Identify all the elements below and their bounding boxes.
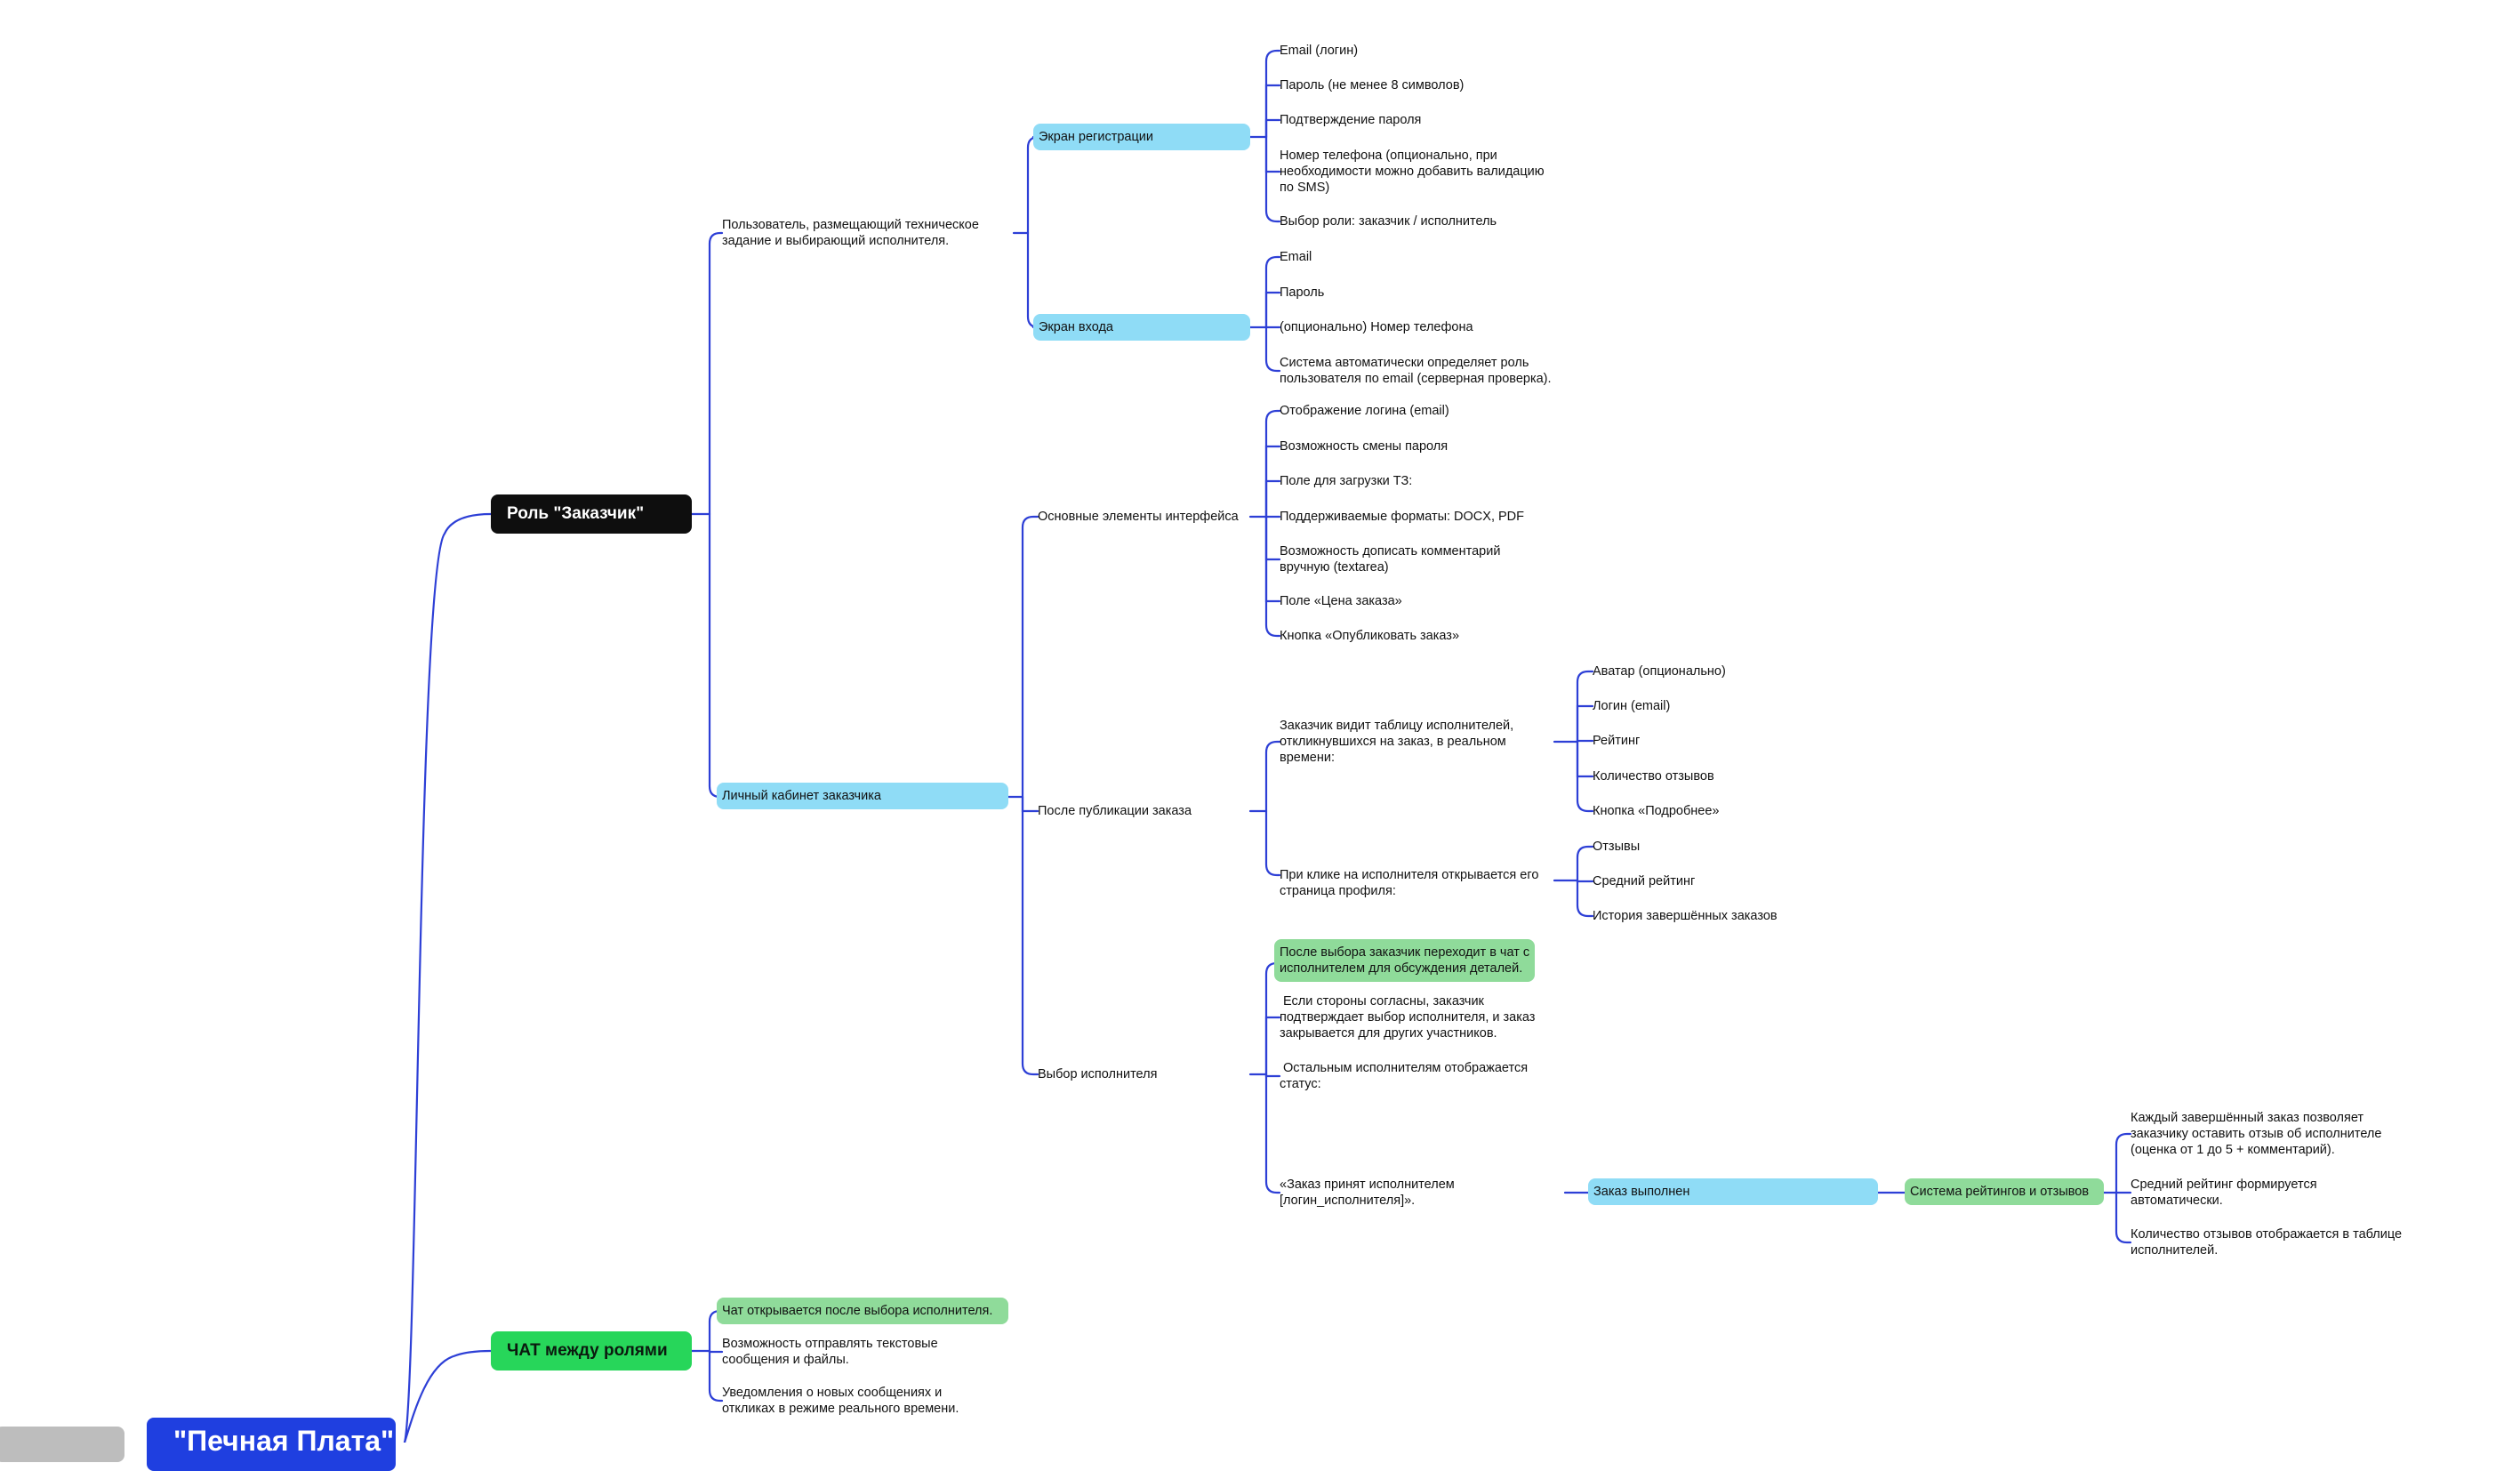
after-publish-node[interactable]: После публикации заказа: [1038, 804, 1192, 818]
connector-registration-branch-2: [1264, 118, 1281, 139]
connector-ratings-branch-2: [2115, 1191, 2132, 1244]
login-screen-node[interactable]: Экран входа: [1033, 314, 1250, 341]
connector-after-publish-branch-0: [1264, 740, 1281, 813]
profile-item-reviews[interactable]: Отзывы: [1593, 840, 1641, 854]
connector-cabinet-branch-1: [1021, 795, 1039, 813]
connector-login-branch-1: [1264, 291, 1281, 329]
connector-interface-branch-2: [1264, 479, 1281, 518]
connector-chat-branch-2: [708, 1349, 724, 1403]
login-item-password[interactable]: Пароль: [1280, 285, 1325, 300]
connector-description-branch-0: [1026, 135, 1039, 235]
root-node-label: "Печная Плата": [173, 1425, 395, 1457]
chat-item-notifications[interactable]: Уведомления о новых сообщениях и отклика…: [722, 1386, 959, 1416]
profile-item-history[interactable]: История завершённых заказов: [1593, 909, 1778, 923]
connector-table-branch-1: [1576, 704, 1594, 744]
selection-accepted-status[interactable]: «Заказ принят исполнителем [логин_исполн…: [1280, 1178, 1455, 1208]
registration-item-phone[interactable]: Номер телефона (опционально, при необход…: [1280, 149, 1545, 195]
executor-table-text[interactable]: Заказчик видит таблицу исполнителей, отк…: [1280, 719, 1514, 765]
interface-item-login[interactable]: Отображение логина (email): [1280, 404, 1449, 418]
interface-item-formats[interactable]: Поддерживаемые форматы: DOCX, PDF: [1280, 510, 1525, 524]
interface-item-price[interactable]: Поле «Цена заказа»: [1280, 594, 1402, 608]
ratings-item-review[interactable]: Каждый завершённый заказ позволяет заказ…: [2131, 1111, 2382, 1157]
table-col-rating[interactable]: Рейтинг: [1593, 734, 1641, 748]
collapsed-sibling-node[interactable]: [0, 1427, 124, 1462]
registration-item-password[interactable]: Пароль (не менее 8 символов): [1280, 78, 1465, 92]
role-customer-label: Роль "Заказчик": [507, 504, 645, 523]
connector-root-customer: [403, 512, 493, 1443]
executor-profile-text[interactable]: При клике на исполнителя открывается его…: [1280, 868, 1539, 898]
selection-agree-text[interactable]: Если стороны согласны, заказчик подтверж…: [1280, 994, 1536, 1041]
connector-selection-branch-1: [1264, 1016, 1281, 1076]
connector-interface-branch-0: [1264, 409, 1281, 518]
chat-opens-node[interactable]: Чат открывается после выбора исполнителя…: [717, 1298, 1008, 1324]
table-col-reviews-count[interactable]: Количество отзывов: [1593, 769, 1714, 784]
connector-table-branch-3: [1576, 740, 1594, 778]
connector-table-branch-0: [1576, 670, 1594, 744]
login-item-auto-role[interactable]: Система автоматически определяет роль по…: [1280, 356, 1552, 386]
interface-item-change-password[interactable]: Возможность смены пароля: [1280, 439, 1449, 454]
ratings-item-average[interactable]: Средний рейтинг формируется автоматическ…: [2131, 1178, 2317, 1208]
registration-item-email[interactable]: Email (логин): [1280, 44, 1359, 58]
ratings-item-count[interactable]: Количество отзывов отображается в таблиц…: [2131, 1227, 2403, 1258]
selection-others-status[interactable]: Остальным исполнителям отображается стат…: [1280, 1061, 1529, 1091]
connector-table-branch-4: [1576, 740, 1594, 813]
interface-elements-node[interactable]: Основные элементы интерфейса: [1038, 510, 1239, 524]
connector-interface-branch-4: [1264, 515, 1281, 561]
selection-chat-note[interactable]: После выбора заказчик переходит в чат с …: [1274, 939, 1536, 982]
customer-description[interactable]: Пользователь, размещающий техническое за…: [722, 218, 979, 248]
connector-profile-branch-1: [1576, 879, 1594, 883]
connector-customer-branch-0: [708, 231, 724, 516]
connector-table-branch-2: [1576, 739, 1594, 744]
connector-profile-branch-0: [1576, 845, 1594, 882]
connector-selection-branch-2: [1264, 1073, 1281, 1078]
customer-cabinet-node[interactable]: Личный кабинет заказчика: [717, 783, 1008, 809]
role-chat-label: ЧАТ между ролями: [507, 1341, 668, 1360]
connector-customer-branch-1: [708, 512, 724, 799]
connector-chat-branch-1: [708, 1349, 724, 1354]
connector-login-branch-0: [1264, 255, 1281, 329]
order-done-node[interactable]: Заказ выполнен: [1588, 1178, 1878, 1205]
role-customer-node[interactable]: Роль "Заказчик": [491, 494, 692, 534]
interface-item-publish[interactable]: Кнопка «Опубликовать заказ»: [1280, 629, 1460, 643]
ratings-system-node[interactable]: Система рейтингов и отзывов: [1905, 1178, 2104, 1205]
connector-after-publish-branch-1: [1264, 809, 1281, 877]
table-col-avatar[interactable]: Аватар (опционально): [1593, 664, 1726, 679]
connector-registration-branch-1: [1264, 84, 1281, 139]
chat-item-send-messages[interactable]: Возможность отправлять текстовые сообщен…: [722, 1337, 938, 1367]
connector-cabinet-branch-2: [1021, 795, 1039, 1076]
root-node-pechnaya-plata[interactable]: "Печная Плата": [147, 1418, 396, 1471]
registration-screen-node[interactable]: Экран регистрации: [1033, 124, 1250, 150]
connector-interface-branch-5: [1264, 515, 1281, 603]
connector-registration-branch-4: [1264, 135, 1281, 223]
connector-ratings-branch-0: [2115, 1132, 2132, 1194]
connector-root-chat: [403, 1349, 493, 1443]
connector-interface-branch-1: [1264, 445, 1281, 518]
connector-interface-branch-6: [1264, 515, 1281, 638]
login-item-phone[interactable]: (опционально) Номер телефона: [1280, 320, 1473, 334]
table-col-login[interactable]: Логин (email): [1593, 699, 1671, 713]
connector-selection-branch-3: [1264, 1073, 1281, 1194]
connector-registration-branch-0: [1264, 49, 1281, 139]
connector-registration-branch-3: [1264, 135, 1281, 173]
connector-cabinet-branch-0: [1021, 515, 1039, 799]
registration-item-confirm[interactable]: Подтверждение пароля: [1280, 113, 1422, 127]
registration-item-role[interactable]: Выбор роли: заказчик / исполнитель: [1280, 214, 1497, 229]
table-col-details-button[interactable]: Кнопка «Подробнее»: [1593, 804, 1720, 818]
connector-description-branch-1: [1026, 231, 1039, 329]
connector-login-branch-3: [1264, 326, 1281, 373]
interface-item-upload[interactable]: Поле для загрузки ТЗ:: [1280, 474, 1413, 488]
connector-profile-branch-2: [1576, 879, 1594, 918]
executor-selection-node[interactable]: Выбор исполнителя: [1038, 1067, 1158, 1081]
login-item-email[interactable]: Email: [1280, 250, 1312, 264]
interface-item-comment[interactable]: Возможность дописать комментарий вручную…: [1280, 544, 1501, 575]
role-chat-node[interactable]: ЧАТ между ролями: [491, 1331, 692, 1371]
profile-item-avg-rating[interactable]: Средний рейтинг: [1593, 874, 1696, 888]
